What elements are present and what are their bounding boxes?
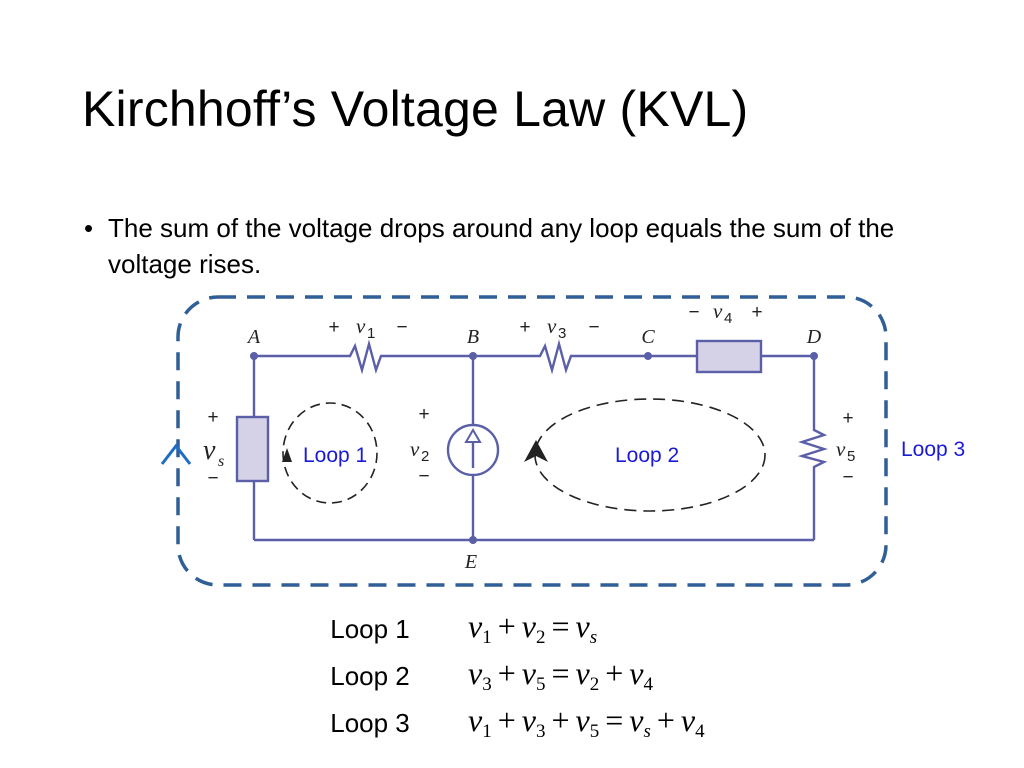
v3-symbol: v (547, 314, 557, 338)
node-label-b: B (467, 326, 479, 348)
slide-title: Kirchhoff’s Voltage Law (KVL) (82, 81, 749, 137)
bullet-text: The sum of the voltage drops around any … (108, 213, 895, 279)
node-dots (250, 352, 818, 544)
current-source (446, 423, 500, 477)
loop2-arrow-icon (524, 440, 548, 462)
bullet-point: • The sum of the voltage drops around an… (84, 210, 924, 282)
vs-symbol: v (203, 435, 216, 466)
equation: v1+v3+v5=vs+v4 (468, 702, 705, 742)
vs-minus: − (207, 468, 218, 489)
bullet-dot-icon: • (84, 213, 94, 243)
v1-subscript: 1 (367, 325, 375, 342)
loop3-boundary (176, 295, 888, 587)
v4-symbol: v (713, 299, 723, 323)
node-label-a: A (246, 326, 261, 348)
circuit-wires (252, 339, 828, 542)
voltage-source-vs (235, 415, 270, 483)
loop1-label: Loop 1 (303, 444, 367, 467)
v1-symbol: v (356, 314, 366, 338)
v5-plus: + (842, 408, 853, 429)
element-v4 (695, 339, 763, 374)
v5-subscript: 5 (847, 448, 855, 465)
v3-plus: + (519, 317, 530, 338)
v3-subscript: 3 (558, 325, 566, 342)
v4-plus: + (751, 302, 762, 323)
loop3-arrow-icon (160, 443, 192, 465)
v2-subscript: 2 (421, 448, 429, 465)
equation-label: Loop 2 (330, 661, 410, 691)
v3-minus: − (588, 317, 599, 338)
v1-minus: − (396, 317, 407, 338)
v1-plus: + (328, 317, 339, 338)
equation-label: Loop 1 (330, 614, 410, 644)
v5-minus: − (842, 467, 853, 488)
v4-subscript: 4 (724, 310, 732, 327)
node-label-e: E (464, 551, 477, 573)
loop1-path (282, 402, 378, 504)
v2-minus: − (418, 466, 429, 487)
vs-subscript: s (218, 453, 224, 470)
loop2-label: Loop 2 (615, 444, 679, 467)
v2-plus: + (418, 404, 429, 425)
node-label-d: D (806, 326, 822, 348)
vs-plus: + (207, 407, 218, 428)
loop3-label: Loop 3 (901, 438, 965, 461)
v2-symbol: v (410, 437, 420, 461)
v5-symbol: v (836, 437, 846, 461)
equation: v1+v2=vs (468, 608, 598, 648)
loop1-arrow-icon (282, 448, 292, 462)
v4-minus: − (688, 302, 699, 323)
equation: v3+v5=v2+v4 (468, 655, 653, 695)
equation-label: Loop 3 (330, 708, 410, 738)
node-label-c: C (641, 326, 655, 348)
